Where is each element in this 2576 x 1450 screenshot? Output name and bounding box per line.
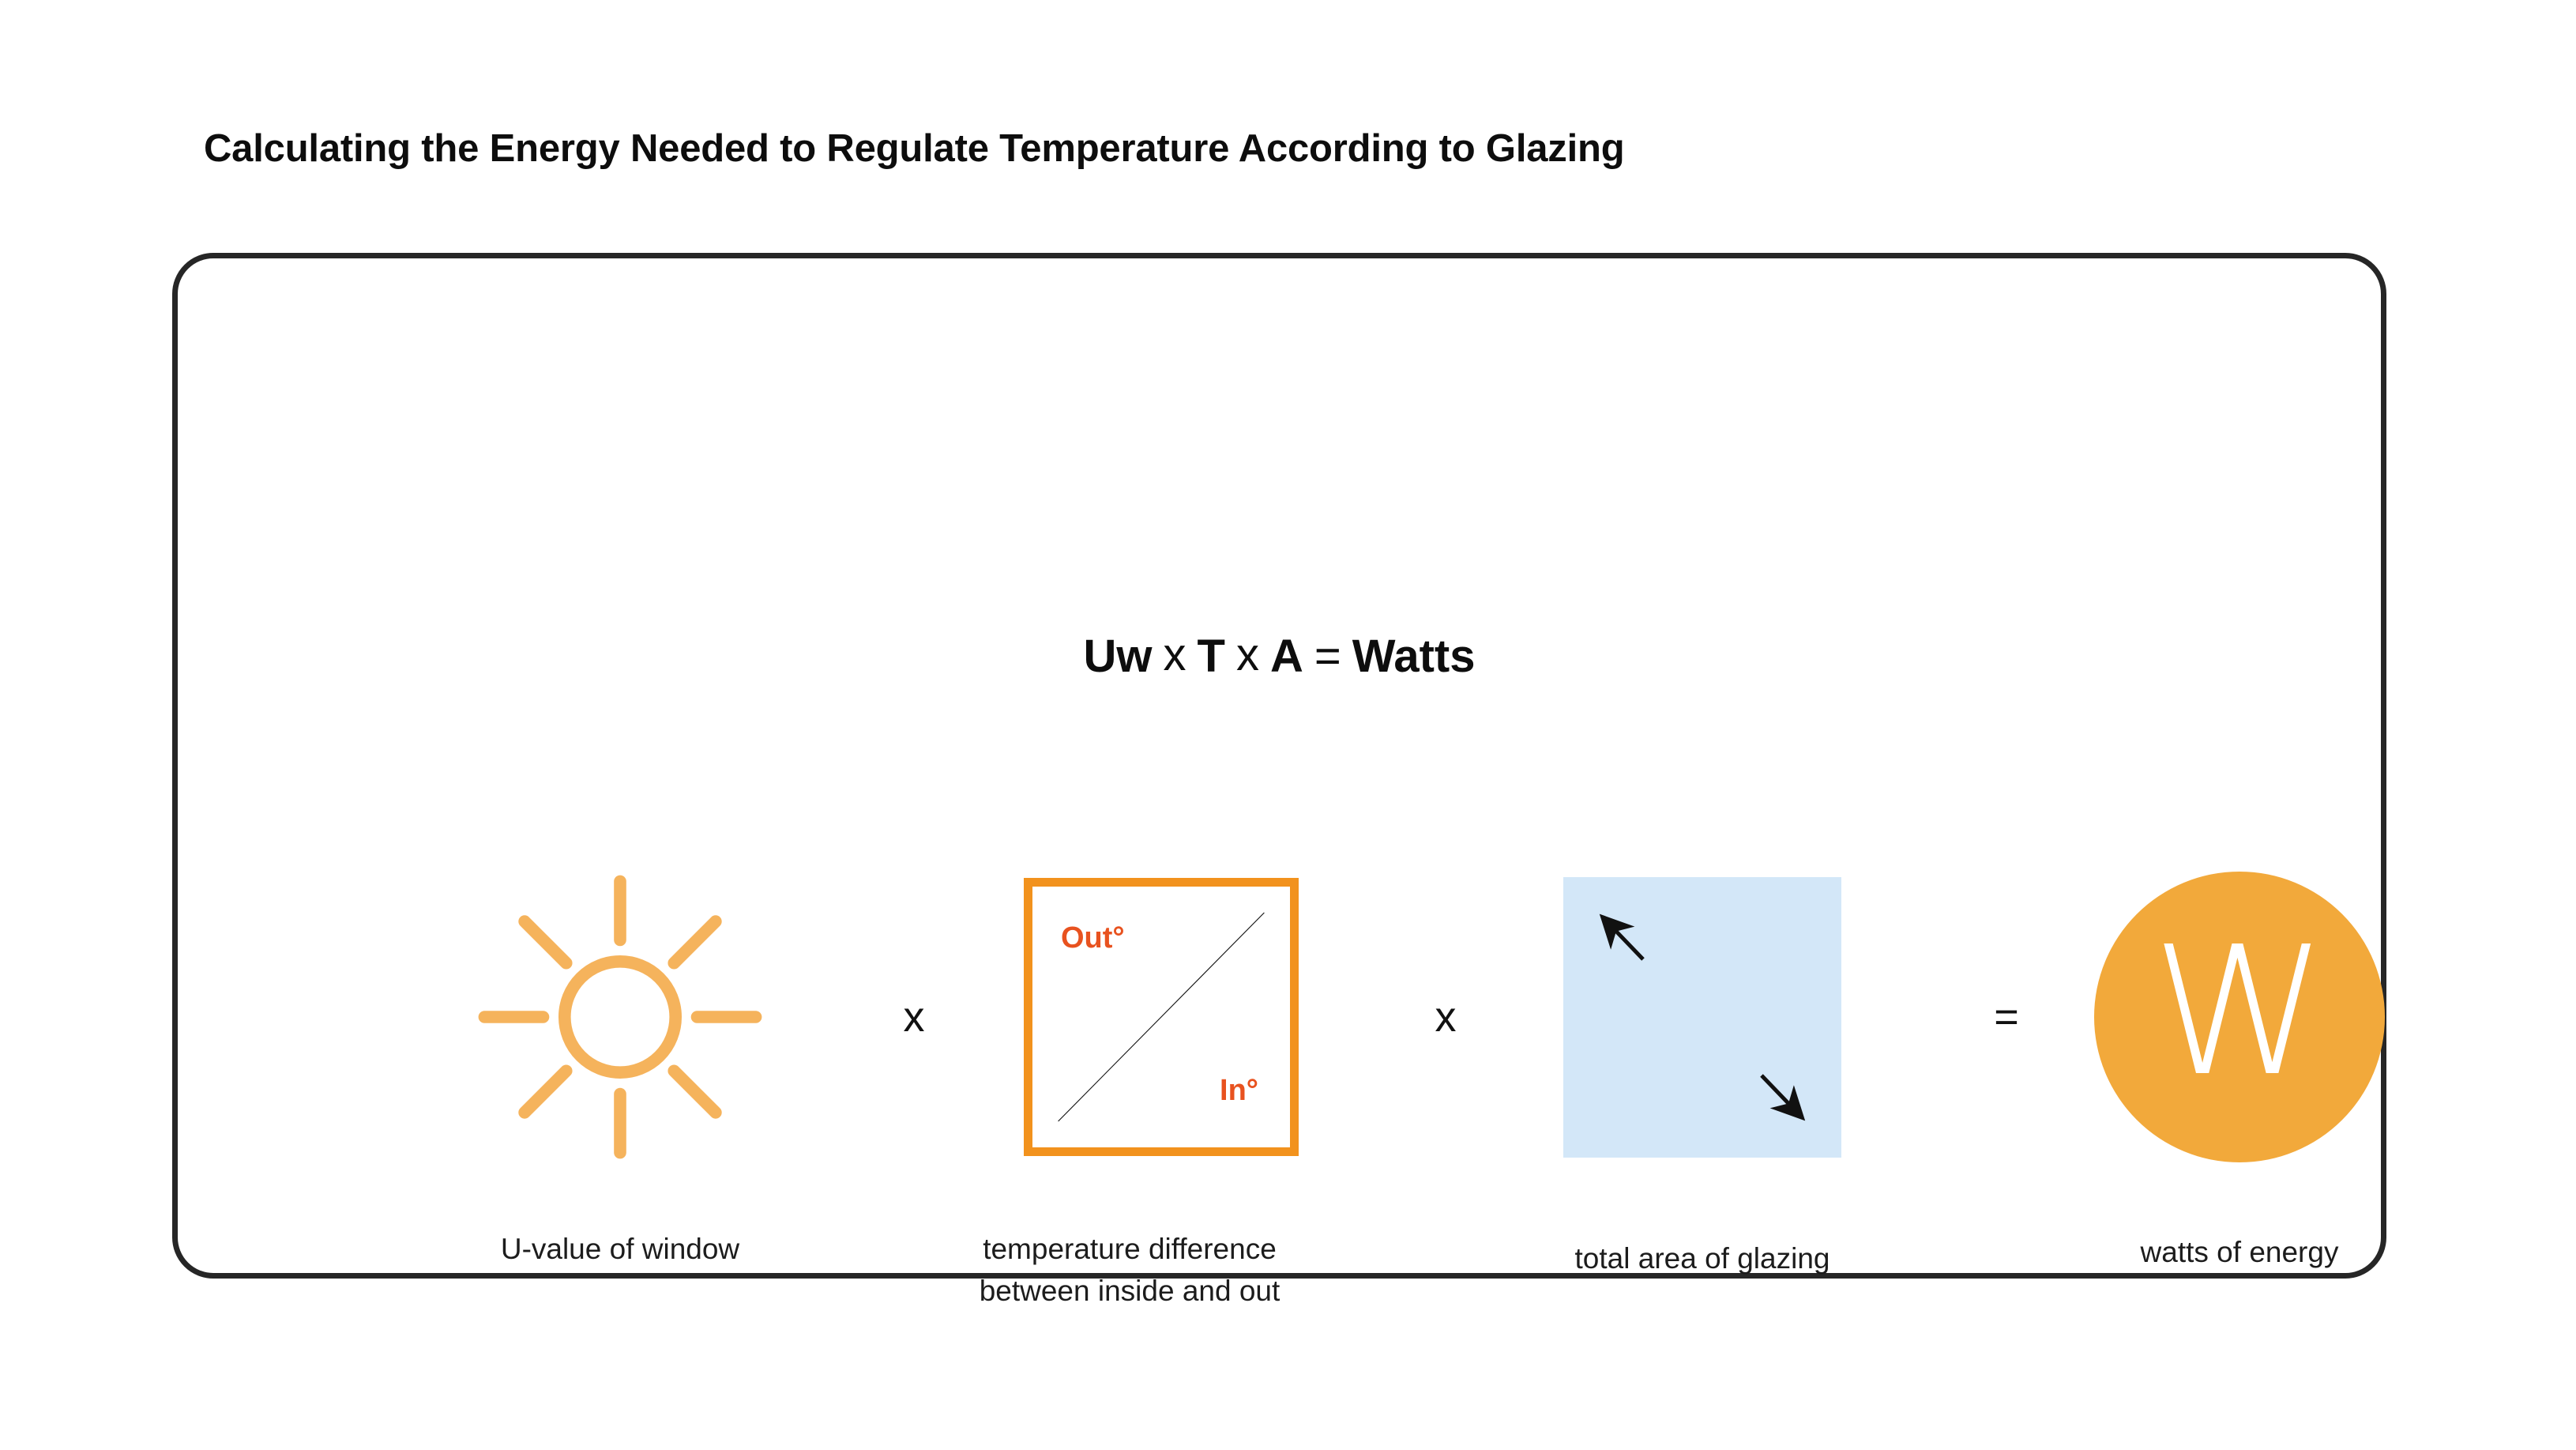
- glazing-box-wrap: [1536, 859, 1868, 1175]
- diagram-row: x Out° In° x: [209, 859, 2385, 1175]
- formula-operator-2: x: [1235, 629, 1259, 680]
- diagonal-line-icon: [1032, 887, 1290, 1147]
- operator-equals: =: [1994, 993, 2019, 1041]
- watts-circle-wrap: W: [2074, 859, 2405, 1175]
- caption-watts: watts of energy: [2140, 1236, 2339, 1268]
- label-outside-temp: Out°: [1061, 921, 1125, 955]
- glazing-area-icon: [1563, 876, 1841, 1158]
- formula-operator-1: x: [1163, 629, 1186, 680]
- temperature-box-wrap: Out° In°: [995, 859, 1327, 1175]
- sun-icon-wrap: [454, 859, 786, 1175]
- temperature-difference-box-icon: Out° In°: [1024, 878, 1299, 1156]
- caption-temperature-difference: temperature difference between inside an…: [979, 1233, 1280, 1307]
- label-inside-temp: In°: [1220, 1074, 1258, 1107]
- item-watts: W: [2074, 859, 2405, 1175]
- watts-letter: W: [2151, 908, 2328, 1116]
- operator-multiply-1: x: [903, 993, 925, 1041]
- formula-term-uw: Uw: [1083, 631, 1153, 682]
- caption-glazing-area: total area of glazing: [1574, 1242, 1830, 1275]
- operator-multiply-2: x: [1435, 993, 1457, 1041]
- formula-equals-sign: =: [1314, 631, 1341, 682]
- sun-icon: [478, 875, 762, 1159]
- item-glazing-area: [1536, 859, 1868, 1175]
- formula-term-a: A: [1269, 631, 1303, 682]
- item-temperature-difference: Out° In°: [995, 859, 1327, 1175]
- formula-result-watts: Watts: [1352, 631, 1476, 682]
- area-arrows-icon: [1599, 913, 1806, 1120]
- item-u-value: [454, 859, 786, 1175]
- watts-circle-icon: W: [2094, 872, 2385, 1162]
- caption-u-value: U-value of window: [500, 1233, 740, 1265]
- page-title: Calculating the Energy Needed to Regulat…: [204, 127, 1625, 170]
- formula-term-t: T: [1197, 631, 1225, 682]
